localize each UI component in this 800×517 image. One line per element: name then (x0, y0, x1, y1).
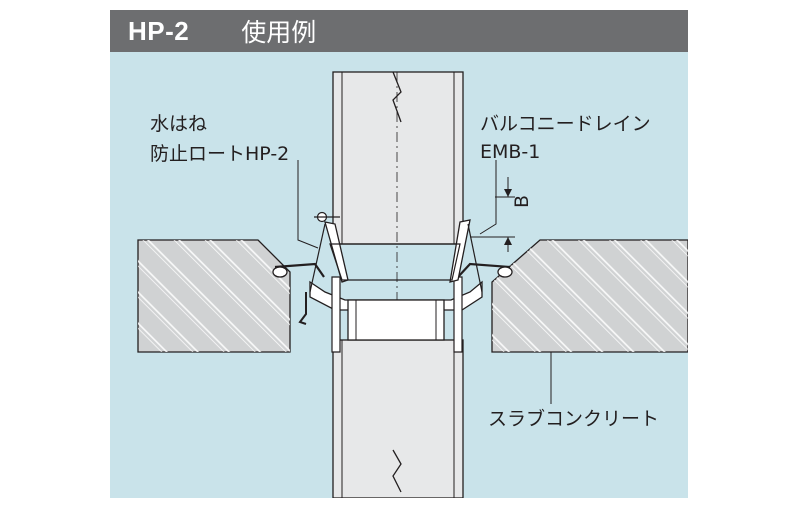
dimension-label: B (511, 194, 533, 208)
title-bar: HP-2 使用例 (110, 10, 688, 52)
drain-label-line2: EMB-1 (480, 141, 541, 163)
slab-left (137, 239, 291, 353)
slab-label: スラブコンクリート (488, 408, 660, 430)
product-label-line2: 防止ロートHP-2 (150, 143, 290, 165)
product-label-line1: 水はね (150, 113, 208, 135)
slab-right (491, 239, 688, 353)
drain-label-line1: バルコニードレイン (480, 113, 651, 135)
product-code: HP-2 (128, 15, 190, 46)
installation-diagram (137, 71, 688, 498)
dimension-arrows (504, 189, 512, 245)
seal-left (272, 266, 288, 278)
pipe-lower (332, 339, 464, 498)
waterproof-layer (274, 262, 511, 278)
fixing-bolt (298, 211, 340, 325)
leader-lines (297, 160, 552, 404)
page-title: 使用例 (241, 18, 317, 47)
diagram-panel: 水はね 防止ロートHP-2 バルコニードレイン EMB-1 B スラブコンクリー… (110, 52, 688, 498)
seal-right (497, 266, 513, 278)
balcony-drain (309, 276, 483, 353)
splash-funnel (309, 219, 483, 293)
